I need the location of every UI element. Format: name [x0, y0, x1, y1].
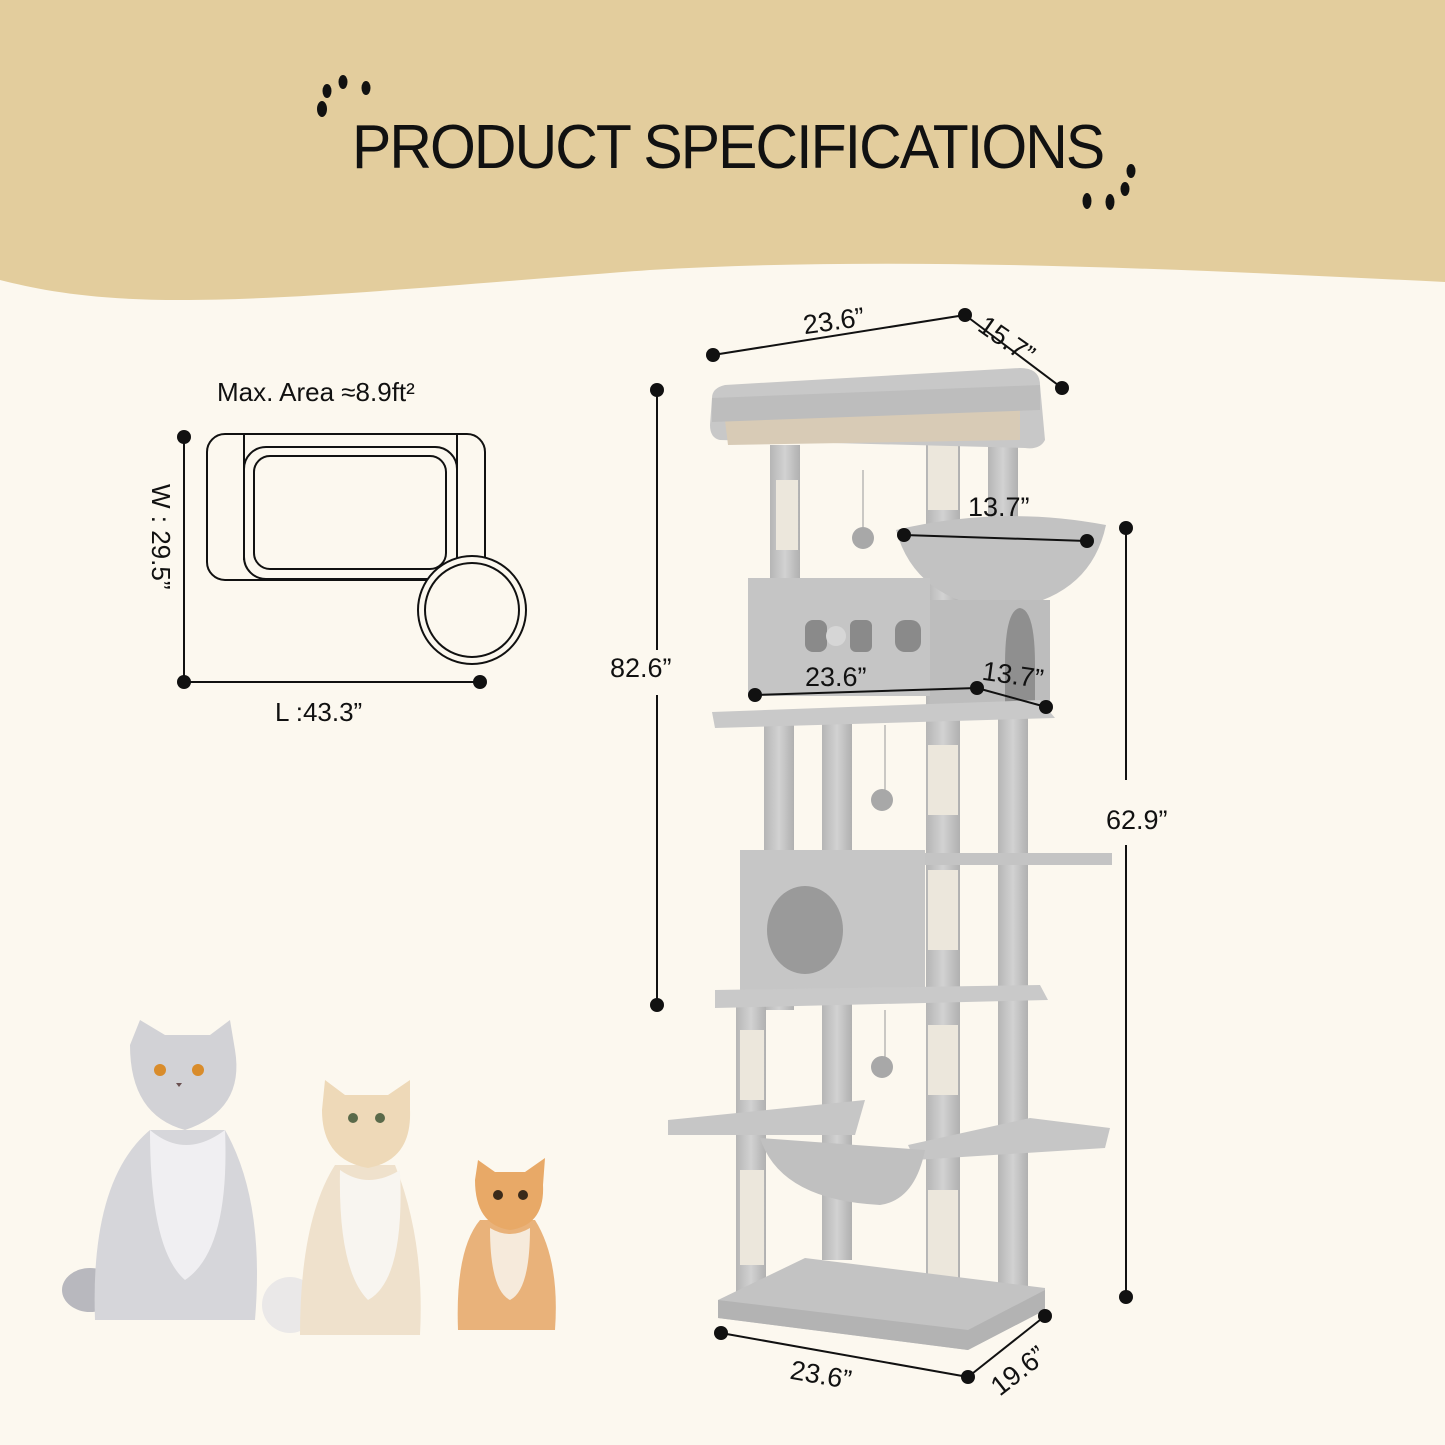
total-height-label: 82.6”	[610, 653, 672, 683]
paw-prints-icon	[317, 75, 1136, 210]
length-label: L :43.3”	[275, 697, 363, 727]
gray-adult-cat	[62, 1020, 257, 1320]
header-banner	[0, 0, 1445, 300]
cream-adult-cat	[262, 1080, 421, 1335]
condo-width-label: 23.6”	[805, 662, 867, 692]
platform-height-label: 62.9”	[1106, 805, 1168, 835]
max-area-label: Max. Area ≈8.9ft²	[217, 377, 415, 407]
orange-kitten	[457, 1158, 556, 1330]
page-title: PRODUCT SPECIFICATIONS	[352, 113, 1105, 182]
basket-diameter-label: 13.7”	[968, 492, 1030, 522]
